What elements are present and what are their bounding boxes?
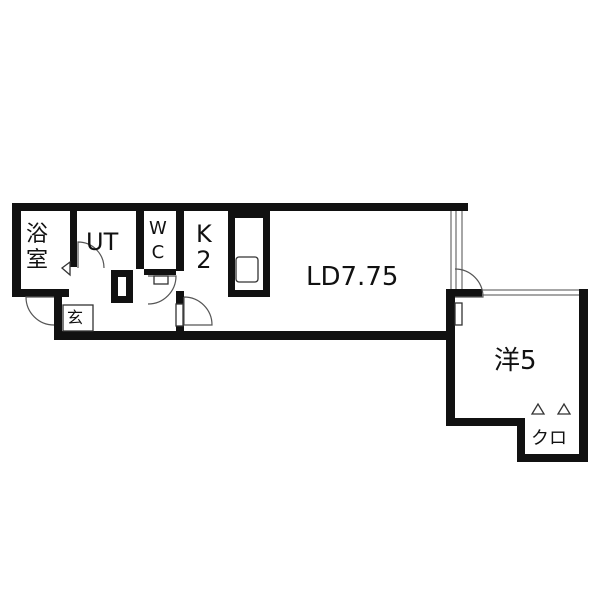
ld-door-frame xyxy=(175,303,184,327)
kitchen-appliance xyxy=(235,256,259,283)
bath-label-2: 室 xyxy=(26,248,49,273)
entrance-label: 玄 xyxy=(67,308,84,327)
wc-fixture xyxy=(153,275,169,285)
door-ut xyxy=(77,241,105,269)
wall-closet-left xyxy=(517,418,525,462)
kitchen-label-1: K xyxy=(196,220,212,248)
door-ld xyxy=(183,296,213,326)
kitchen-label: K 2 xyxy=(196,222,212,272)
wall-western-top-left xyxy=(446,289,482,297)
wall-top xyxy=(12,203,468,211)
kitchen-label-2: 2 xyxy=(196,246,212,274)
closet-shelf-2 xyxy=(556,402,572,415)
western-door-frame xyxy=(454,302,463,326)
ut-label: UT xyxy=(86,228,119,256)
wall-bath-ut xyxy=(70,211,77,267)
entrance-step xyxy=(62,304,94,332)
wc-label: W C xyxy=(149,220,167,262)
door-entrance xyxy=(25,296,55,326)
bath-label: 浴 室 xyxy=(26,224,48,272)
wall-wc-k xyxy=(176,211,184,271)
wc-label-2: C xyxy=(151,242,165,263)
wall-entrance-left xyxy=(54,297,62,340)
wall-western-right xyxy=(579,289,588,462)
wall-bath-bottom xyxy=(12,289,69,297)
door-wc xyxy=(147,275,177,305)
bath-label-1: 浴 xyxy=(26,222,49,247)
ld-label: LD7.75 xyxy=(306,262,399,292)
wall-ld-bottom xyxy=(54,331,454,340)
bath-fixture xyxy=(60,260,71,277)
door-western xyxy=(454,268,484,298)
closet-shelf-1 xyxy=(530,402,546,415)
wc-label-1: W xyxy=(149,218,167,239)
wall-western-left xyxy=(446,297,455,426)
western-room-label: 洋5 xyxy=(494,346,537,376)
wall-left xyxy=(12,203,21,297)
wall-closet-bottom xyxy=(517,454,588,462)
wall-wc-bottom xyxy=(144,269,176,275)
wall-window-pillar xyxy=(460,203,468,211)
wall-ut-wc xyxy=(136,211,144,269)
wall-western-bottom xyxy=(446,418,518,426)
closet-label: クロ xyxy=(531,428,567,449)
